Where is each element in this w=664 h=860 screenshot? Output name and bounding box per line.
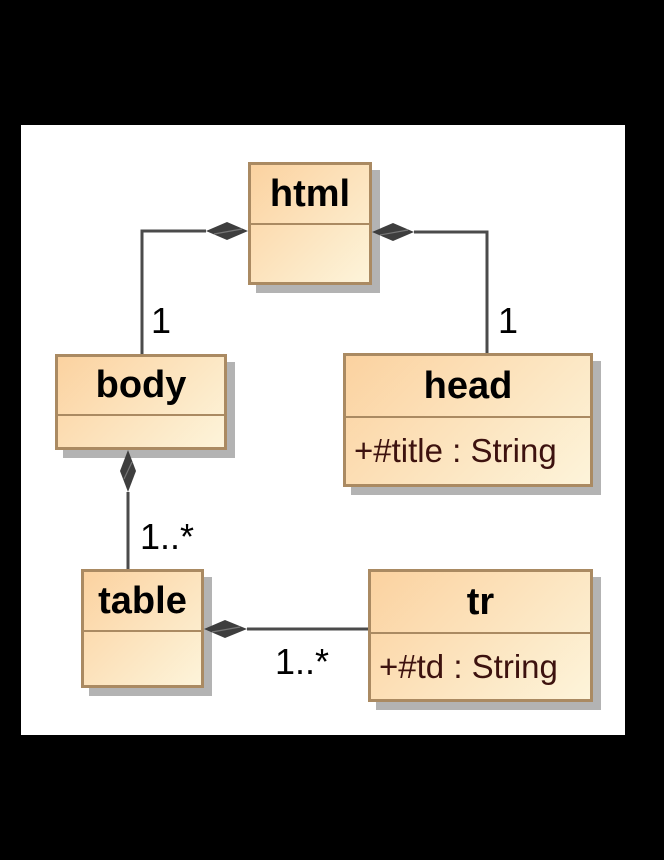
class-title: tr: [371, 572, 590, 634]
composition-link-html-head: [372, 223, 489, 353]
diagram-canvas: html body head +#title : String table tr…: [21, 125, 625, 735]
composition-diamond-icon: [372, 223, 414, 241]
multiplicity-label-head: 1: [497, 300, 519, 341]
class-title: html: [251, 165, 369, 225]
multiplicity-label-tr: 1..*: [274, 641, 330, 682]
class-attributes: +#title : String: [346, 418, 590, 484]
class-attributes-empty: [251, 225, 369, 282]
class-title: table: [84, 572, 201, 632]
attribute-text: +#title : String: [354, 432, 557, 469]
composition-diamond-icon: [204, 620, 247, 638]
composition-diamond-icon: [120, 450, 136, 492]
composition-link-body-table: [120, 450, 136, 569]
class-box-head: head +#title : String: [343, 353, 593, 487]
class-box-table: table: [81, 569, 204, 688]
multiplicity-label-table: 1..*: [139, 516, 195, 557]
class-attributes-empty: [84, 632, 201, 685]
class-box-body: body: [55, 354, 227, 450]
multiplicity-label-body: 1: [150, 300, 172, 341]
class-attributes: +#td : String: [371, 634, 590, 699]
composition-diamond-icon: [206, 222, 248, 240]
class-title: body: [58, 357, 224, 416]
class-box-tr: tr +#td : String: [368, 569, 593, 702]
composition-link-table-tr: [204, 620, 368, 638]
class-attributes-empty: [58, 416, 224, 447]
attribute-text: +#td : String: [379, 647, 558, 685]
class-title: head: [346, 356, 590, 418]
class-box-html: html: [248, 162, 372, 285]
